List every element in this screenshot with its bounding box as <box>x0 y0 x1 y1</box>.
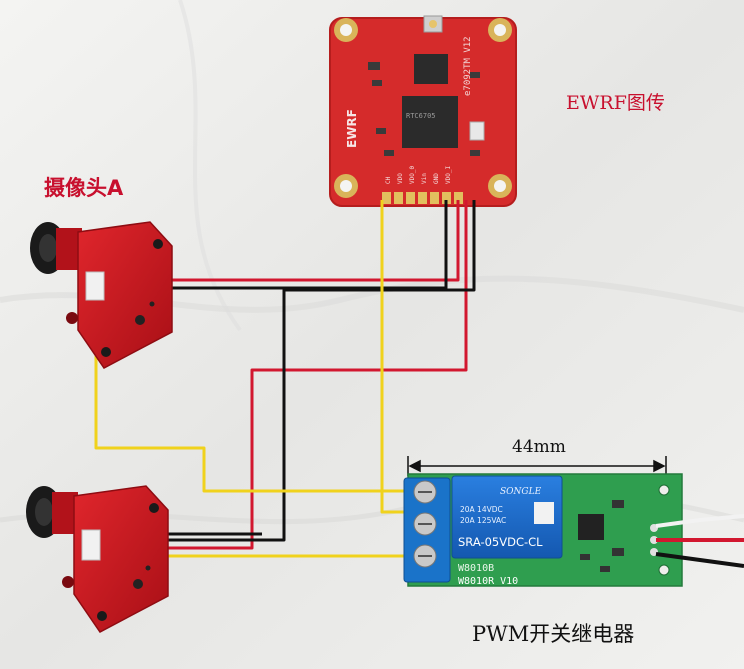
wire-yellow <box>94 296 418 493</box>
vtx-pads <box>382 192 463 204</box>
chip <box>414 54 448 84</box>
control-cable <box>655 514 744 568</box>
chip-rtc6705 <box>402 96 458 148</box>
pin-label: CH <box>385 176 392 184</box>
relay-module: SONGLE 20A 14VDC 20A 125VAC SRA-05VDC-CL… <box>403 473 683 587</box>
camera-b <box>26 485 169 633</box>
board-id-2: W8010B <box>458 563 494 574</box>
vtx-board: RTC6705 e7092TM V12 EWRF CH VDO VDO_0 Vi… <box>329 15 517 207</box>
dimension-arrow <box>407 456 667 476</box>
camera-a <box>30 221 173 369</box>
vtx-label: EWRF图传 <box>566 92 665 114</box>
relay-rating-2: 20A 125VAC <box>460 516 506 525</box>
relay-cube <box>451 475 563 559</box>
vtx-brand-label: EWRF <box>345 109 359 148</box>
camera-connector <box>81 529 101 561</box>
wire-red <box>100 200 460 282</box>
board-id: W8010R V10 <box>458 576 518 587</box>
wire-black <box>100 200 448 290</box>
wire-red <box>100 200 468 550</box>
relay-brand: SONGLE <box>500 487 542 497</box>
pin-label: VDO <box>397 173 404 184</box>
pin-label: Vin <box>421 173 428 184</box>
camera-a-label: 摄像头A <box>44 176 124 200</box>
dimension-label: 44mm <box>512 437 566 457</box>
ic-chip <box>578 514 604 540</box>
relay-rating-1: 20A 14VDC <box>460 505 503 514</box>
vtx-model-label: e7092TM V12 <box>463 36 473 96</box>
relay-module-label: PWM开关继电器 <box>472 622 635 646</box>
wire-black <box>100 200 476 542</box>
pin-label: GND <box>433 173 440 184</box>
chip-label: RTC6705 <box>406 112 436 120</box>
pin-label: VDO_0 <box>409 166 416 184</box>
camera-connector <box>85 271 105 301</box>
relay-model: SRA-05VDC-CL <box>458 535 543 549</box>
pin-label: VDO_I <box>445 166 452 184</box>
vtx-pin-labels: CH VDO VDO_0 Vin GND VDO_I <box>385 166 452 184</box>
